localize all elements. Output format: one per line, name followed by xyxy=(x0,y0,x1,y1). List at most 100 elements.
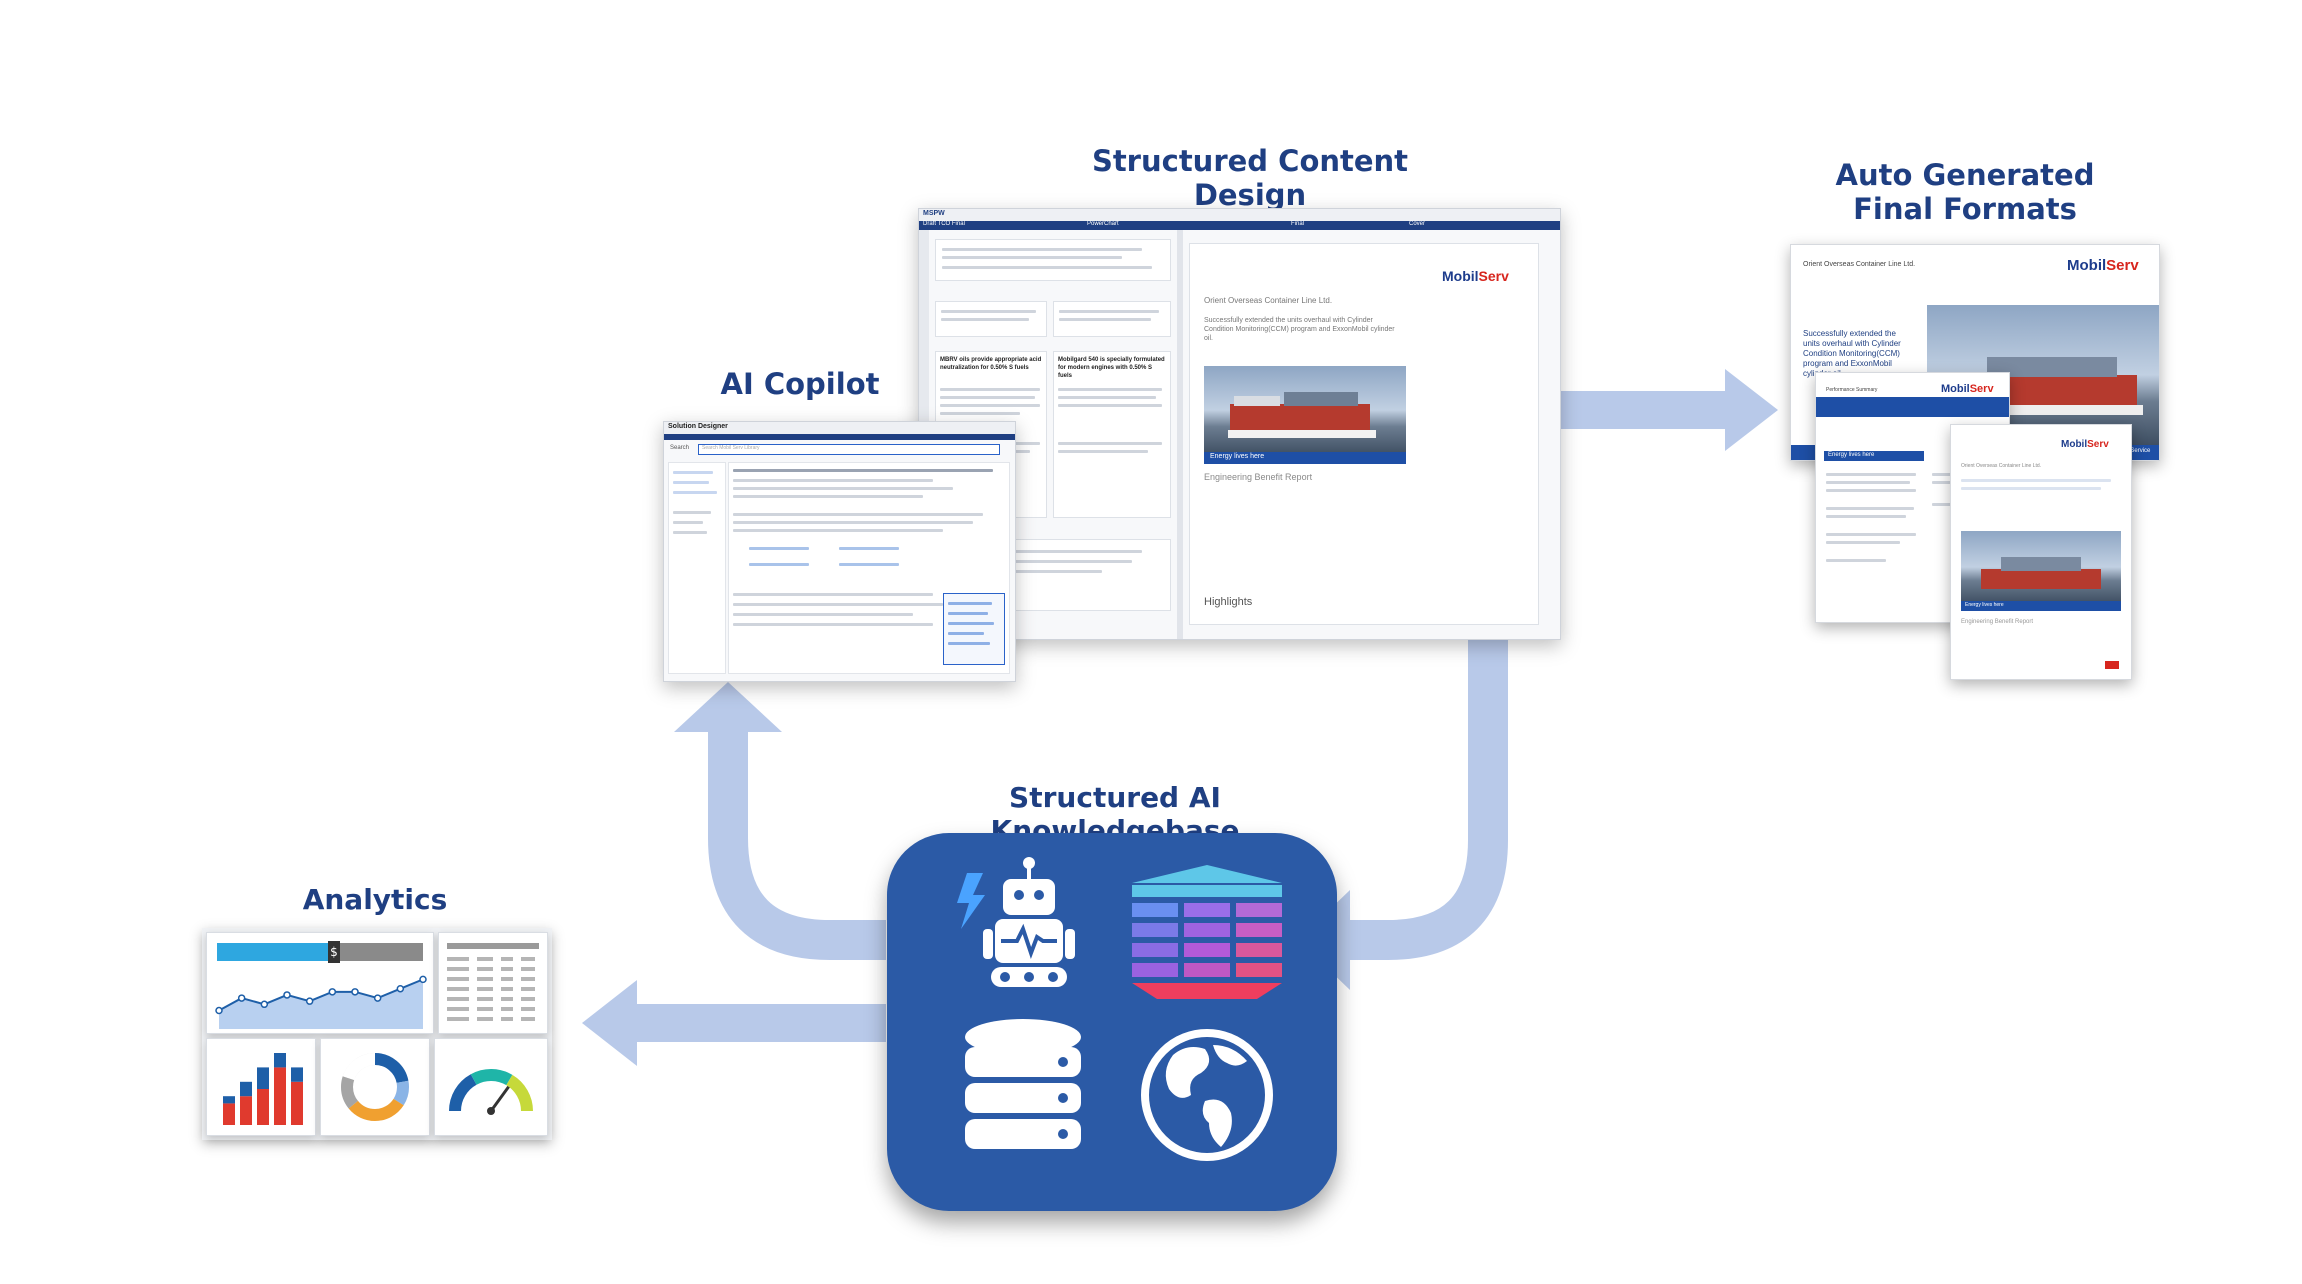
doc-second-mobil: Mobil xyxy=(1941,383,1970,395)
panel-divider xyxy=(1177,230,1183,639)
doc-main-company: Orient Overseas Container Line Ltd. xyxy=(1803,261,1916,268)
cover-banner: Energy lives here xyxy=(1204,452,1406,464)
doc-third-ship xyxy=(1961,531,2121,611)
bar-red-1 xyxy=(240,1096,252,1125)
gauge-hub xyxy=(487,1107,495,1115)
line-chart-point-1 xyxy=(237,994,246,1002)
cover-report-title: Engineering Benefit Report xyxy=(1204,472,1313,482)
doc-main-mobil: Mobil xyxy=(2067,257,2107,274)
content-card-right[interactable]: Mobilgard 540 is specially formulated fo… xyxy=(1053,351,1171,518)
heading-structured-content-design: Structured Content Design xyxy=(1091,144,1409,213)
heading-knowledgebase: Structured AI Knowledgebase xyxy=(990,781,1240,848)
toolbar-bar: Draft TCO Final PowerChart Final Cover xyxy=(919,221,1560,230)
analytics-table-icon xyxy=(447,943,539,1021)
cover-preview[interactable]: MobilServ Orient Overseas Container Line… xyxy=(1189,243,1539,625)
doc-second-serv: Serv xyxy=(1969,383,1994,395)
donut-segment-2 xyxy=(341,1053,409,1121)
line-chart-series xyxy=(218,978,424,1012)
doc-third-footer-flag xyxy=(2105,661,2119,669)
content-design-window: MSPW Draft TCO Final PowerChart Final Co… xyxy=(918,208,1561,640)
donut-segment-3 xyxy=(341,1053,409,1121)
cover-banner-text: Energy lives here xyxy=(1210,453,1265,460)
analytics-gauge-panel[interactable] xyxy=(434,1038,548,1136)
analytics-donut-chart xyxy=(341,1053,409,1121)
copilot-search-input[interactable]: Search Mobil Serv Library xyxy=(698,444,1000,455)
bar-blue-4 xyxy=(291,1067,303,1082)
line-chart-point-6 xyxy=(351,988,359,996)
heading-ai-copilot: AI Copilot xyxy=(720,367,880,401)
line-chart-point-4 xyxy=(305,997,314,1005)
left-card-1-title: MBRV oils provide appropriate acid neutr… xyxy=(940,357,1042,371)
analytics-dashboard: $ xyxy=(202,928,552,1140)
analytics-bar-panel[interactable] xyxy=(206,1038,316,1136)
bar-blue-1 xyxy=(240,1081,252,1097)
line-chart-point-8 xyxy=(396,984,405,993)
copilot-results xyxy=(728,462,1010,674)
panel-title: PowerChart xyxy=(1087,221,1119,227)
arrow-to-knowledgebase xyxy=(1345,636,1508,960)
knowledgebase-icons xyxy=(957,857,1282,1161)
doc-second-banner: Energy lives here xyxy=(1824,451,1924,461)
copilot-search-placeholder: Search Mobil Serv Library xyxy=(702,445,760,451)
analytics-gauge-chart xyxy=(449,1069,533,1115)
doc-third-report: Engineering Benefit Report xyxy=(1961,619,2034,625)
content-card-result[interactable] xyxy=(1053,301,1171,337)
bar-blue-2 xyxy=(257,1067,269,1089)
doc-main-logo: MobilServ xyxy=(2067,257,2139,274)
doc-second-banner-text: Energy lives here xyxy=(1828,452,1875,458)
globe-icon xyxy=(1141,1029,1273,1161)
donut-segment-4 xyxy=(341,1053,409,1121)
doc-third-banner-text: Energy lives here xyxy=(1965,602,2004,608)
analytics-progress-marker-text: $ xyxy=(330,945,338,959)
heading-auto-generated-line1: Auto Generated xyxy=(1835,158,2095,192)
cover-mobil-text: Mobil xyxy=(1442,268,1479,284)
arrow-to-copilot xyxy=(708,720,886,960)
line-chart-point-0 xyxy=(215,1006,223,1015)
doc-second-logo: MobilServ xyxy=(1941,383,1994,395)
doc-third-serv: Serv xyxy=(2087,439,2109,450)
arrow-to-copilot-head xyxy=(674,682,782,732)
analytics-progress-track: $ xyxy=(217,941,423,963)
database-icon xyxy=(965,1019,1081,1149)
gauge-arc-low xyxy=(449,1074,477,1112)
cover-mobil-logo: MobilServ xyxy=(1442,268,1509,284)
heading-auto-generated-line2: Final Formats xyxy=(1853,192,2077,227)
bar-red-2 xyxy=(257,1089,269,1125)
final-label: Final xyxy=(1291,221,1305,227)
bar-blue-0 xyxy=(223,1096,235,1104)
editor-tabs[interactable]: Draft TCO Final xyxy=(923,221,965,227)
analytics-line-chart xyxy=(215,975,427,1029)
robot-icon xyxy=(957,857,1075,987)
cover-serv-text: Serv xyxy=(1478,268,1509,284)
structured-blocks-icon xyxy=(1132,865,1282,999)
doc-second-perf-summary: Performance Summary xyxy=(1826,387,1878,393)
doc-third-company: Orient Overseas Container Line Ltd. xyxy=(1961,463,2042,469)
bar-blue-3 xyxy=(274,1053,286,1068)
doc-second-header xyxy=(1816,397,2009,417)
arrow-to-analytics xyxy=(582,980,886,1066)
donut-segment-1 xyxy=(341,1053,409,1121)
copilot-window: Solution Designer Search Search Mobil Se… xyxy=(663,421,1016,682)
heading-auto-generated: Auto Generated Final Formats xyxy=(1785,158,2145,226)
bar-red-0 xyxy=(223,1103,235,1125)
heading-analytics: Analytics xyxy=(302,883,448,916)
line-chart-point-7 xyxy=(373,994,382,1002)
doc-third-banner: Energy lives here xyxy=(1961,601,2121,611)
content-card-top[interactable] xyxy=(935,239,1171,281)
cover-ship-image xyxy=(1204,366,1406,464)
content-card-recommendation[interactable] xyxy=(935,301,1047,337)
doc-third-logo: MobilServ xyxy=(2061,439,2109,450)
highlights-label: Highlights xyxy=(1204,596,1253,608)
copilot-sidebar xyxy=(668,462,726,674)
analytics-progress-fill xyxy=(217,943,334,961)
analytics-donut-panel[interactable] xyxy=(320,1038,430,1136)
arrow-to-final-formats xyxy=(1555,369,1778,451)
analytics-table-panel[interactable] xyxy=(438,932,548,1034)
doc-third-mobil: Mobil xyxy=(2061,439,2088,450)
copilot-title: Solution Designer xyxy=(668,423,728,430)
analytics-line-panel[interactable]: $ xyxy=(206,932,434,1034)
final-doc-third[interactable]: MobilServ Orient Overseas Container Line… xyxy=(1950,424,2132,680)
cover-text: Successfully extended the units overhaul… xyxy=(1204,317,1395,342)
gauge-needle xyxy=(489,1085,510,1112)
knowledgebase-box[interactable] xyxy=(887,833,1337,1211)
